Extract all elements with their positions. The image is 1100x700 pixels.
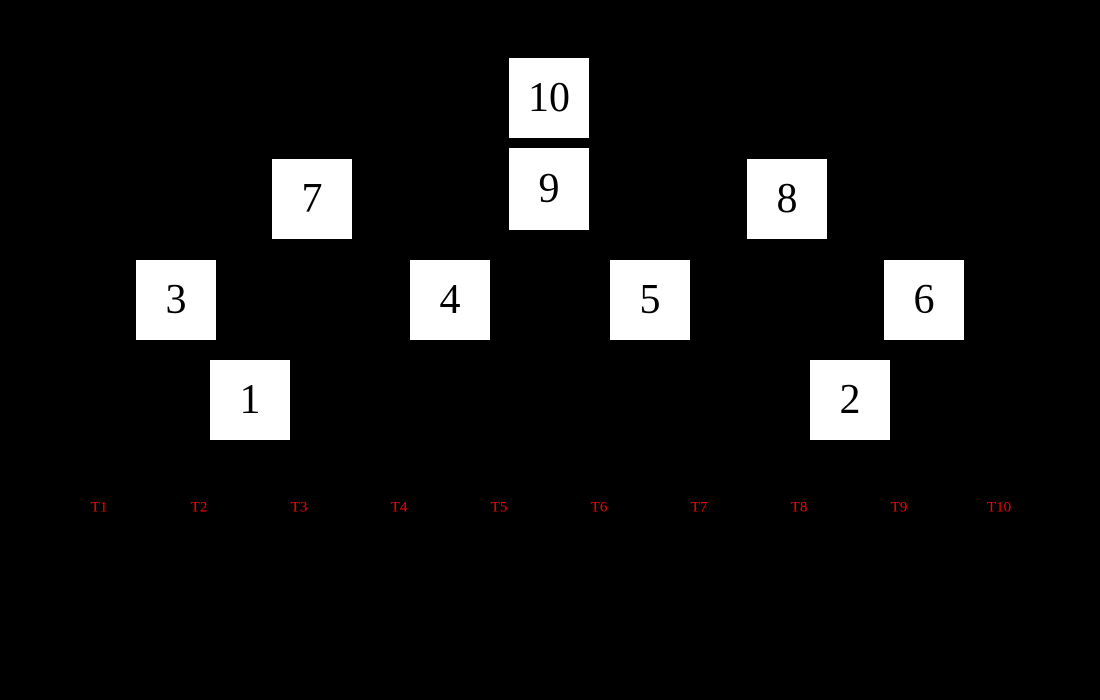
node-box[interactable]: 2 [810, 360, 890, 440]
x-axis-tick-label: T8 [790, 499, 808, 516]
x-axis-tick-label: T2 [190, 499, 208, 516]
node-label: 5 [639, 277, 661, 323]
node-label: 3 [165, 277, 187, 323]
node-box[interactable]: 9 [509, 148, 589, 230]
node-label: 6 [913, 277, 935, 323]
x-axis-tick-label: T9 [890, 499, 908, 516]
x-axis-tick-label: T3 [290, 499, 308, 516]
node-label: 2 [839, 377, 861, 423]
node-box[interactable]: 4 [410, 260, 490, 340]
node-label: 4 [439, 277, 461, 323]
x-axis-tick-label: T6 [590, 499, 608, 516]
x-axis-tick-label: T4 [390, 499, 408, 516]
x-axis-tick-label: T1 [90, 499, 108, 516]
x-axis-tick-label: T7 [690, 499, 708, 516]
node-label: 10 [528, 75, 570, 121]
node-box[interactable]: 7 [272, 159, 352, 239]
x-axis-tick-label: T10 [986, 499, 1012, 516]
node-box[interactable]: 10 [509, 58, 589, 138]
node-label: 1 [239, 377, 261, 423]
node-label: 9 [538, 166, 560, 212]
node-box[interactable]: 5 [610, 260, 690, 340]
node-box[interactable]: 1 [210, 360, 290, 440]
node-label: 7 [301, 176, 323, 222]
node-label: 8 [776, 176, 798, 222]
node-box[interactable]: 6 [884, 260, 964, 340]
node-box[interactable]: 8 [747, 159, 827, 239]
node-box[interactable]: 3 [136, 260, 216, 340]
x-axis-tick-label: T5 [490, 499, 508, 516]
